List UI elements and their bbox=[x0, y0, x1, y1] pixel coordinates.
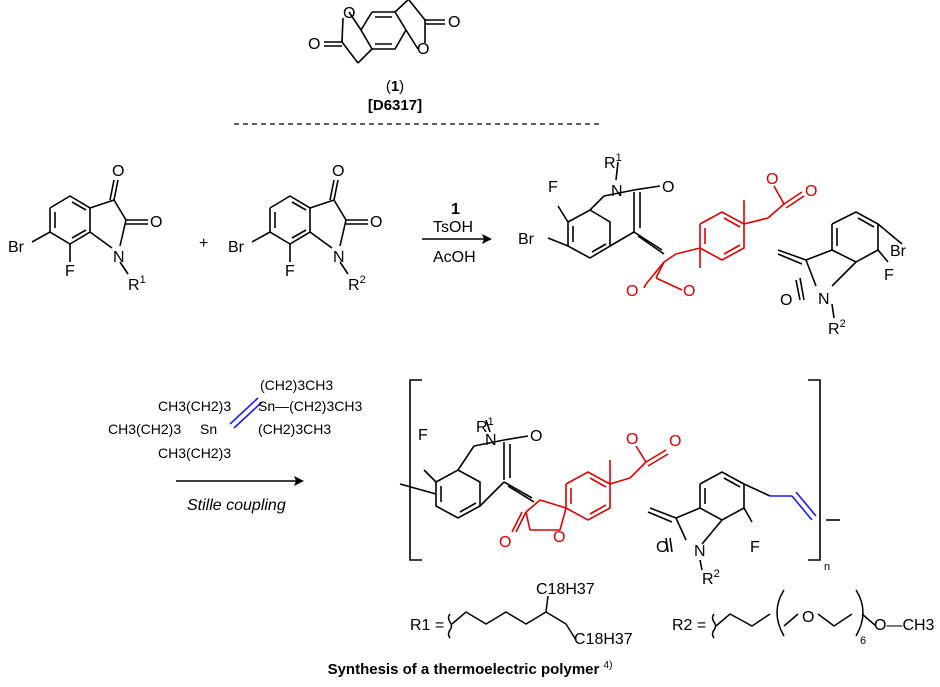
r2-definition-chain bbox=[711, 589, 877, 639]
polymer-core-o-bottom: O bbox=[553, 529, 565, 546]
product-f-right: F bbox=[884, 267, 894, 284]
polymer-structure bbox=[399, 379, 840, 571]
r2-ether-o: O bbox=[802, 609, 814, 626]
product-r2: R2 bbox=[828, 318, 846, 338]
isatin-2-n: N bbox=[333, 249, 345, 266]
stannane-line3b: Sn bbox=[200, 421, 217, 437]
product-f-left: F bbox=[548, 179, 558, 196]
polymer-repeat-n: n bbox=[824, 561, 830, 573]
product-br-left: Br bbox=[518, 231, 535, 248]
isatin-1-o-right: O bbox=[150, 214, 162, 231]
polymer-f-left: F bbox=[418, 427, 428, 444]
polymer-n-right: N bbox=[694, 543, 706, 560]
compound-1-number: (1) bbox=[385, 78, 405, 95]
figure-caption: Synthesis of a thermoelectric polymer 4) bbox=[0, 660, 940, 678]
polymer-f-right: F bbox=[750, 539, 760, 556]
compound-1-o-left: O bbox=[343, 5, 355, 22]
product-r1: R1 bbox=[604, 152, 622, 172]
stannane-line2b: Sn—(CH2)3CH3 bbox=[258, 398, 362, 414]
r2-repeat-count: 6 bbox=[860, 635, 866, 647]
r1-branch-top: C18H37 bbox=[536, 581, 595, 598]
compound-1-label: (1) [D6317] bbox=[340, 77, 450, 115]
polymer-r1: R1 bbox=[476, 416, 494, 436]
product-n-right: N bbox=[818, 291, 830, 308]
product-o-right: O bbox=[780, 292, 792, 309]
stannane-line1: (CH2)3CH3 bbox=[260, 377, 333, 393]
polymer-o-right: O bbox=[656, 539, 668, 556]
stille-coupling-label: Stille coupling bbox=[187, 497, 286, 514]
r2-label: R2 = bbox=[672, 617, 706, 634]
reagent-compound-number: 1 bbox=[451, 201, 460, 218]
r1-definition-chain bbox=[447, 595, 577, 641]
polymer-core-o-top: O bbox=[626, 431, 638, 448]
stannane-line5: CH3(CH2)3 bbox=[158, 445, 231, 461]
stannane-reagent bbox=[229, 397, 263, 429]
isatin-2-f: F bbox=[285, 263, 295, 280]
stannane-line2a: CH3(CH2)3 bbox=[158, 398, 231, 414]
polymer-core-carbonyl-left: O bbox=[499, 534, 511, 551]
isatin-2-structure bbox=[251, 179, 368, 275]
compound-1-carbonyl-left: O bbox=[308, 36, 320, 53]
product-n-left: N bbox=[611, 183, 623, 200]
product-core-carbonyl-left: O bbox=[626, 283, 638, 300]
isatin-2-r2: R2 bbox=[348, 274, 366, 294]
r2-end-group: O—CH3 bbox=[874, 617, 935, 634]
reagent-acoh: AcOH bbox=[433, 249, 476, 266]
stannane-line4a: (CH2)3CH3 bbox=[258, 421, 331, 437]
product-o-left: O bbox=[662, 179, 674, 196]
polymer-core-carbonyl-right: O bbox=[669, 433, 681, 450]
plus-sign: + bbox=[199, 235, 208, 252]
isatin-1-n: N bbox=[113, 249, 125, 266]
caption-reference: 4) bbox=[603, 660, 613, 671]
compound-1-o-right: O bbox=[417, 41, 429, 58]
reaction-arrow-1 bbox=[422, 234, 492, 244]
reagent-tsoh: TsOH bbox=[433, 219, 473, 236]
isatin-1-r1: R1 bbox=[128, 274, 146, 294]
isatin-1-o-top: O bbox=[112, 163, 124, 180]
isatin-2-o-right: O bbox=[370, 214, 382, 231]
compound-1-carbonyl-right: O bbox=[448, 14, 460, 31]
isatin-2-o-top: O bbox=[332, 163, 344, 180]
polymer-n-left: N bbox=[485, 432, 497, 449]
isatin-1-structure bbox=[31, 179, 148, 275]
product-core-o-top: O bbox=[766, 171, 778, 188]
product-monomer-structure bbox=[547, 161, 903, 319]
polymer-o-left: O bbox=[530, 428, 542, 445]
isatin-1-br: Br bbox=[8, 239, 25, 256]
isatin-2-br: Br bbox=[228, 239, 245, 256]
r1-branch-bottom: C18H37 bbox=[574, 631, 633, 648]
polymer-r2: R2 bbox=[702, 568, 720, 588]
product-core-carbonyl-right: O bbox=[805, 183, 817, 200]
reaction-arrow-2 bbox=[176, 476, 304, 486]
compound-1-structure bbox=[324, 0, 445, 64]
product-br-right: Br bbox=[890, 243, 907, 260]
isatin-1-f: F bbox=[65, 263, 75, 280]
caption-text: Synthesis of a thermoelectric polymer bbox=[327, 661, 600, 678]
r1-label: R1 = bbox=[410, 617, 444, 634]
stannane-line3a: CH3(CH2)3 bbox=[108, 421, 181, 437]
compound-1-catalog-code: [D6317] bbox=[367, 97, 423, 114]
product-core-o-bottom: O bbox=[683, 283, 695, 300]
